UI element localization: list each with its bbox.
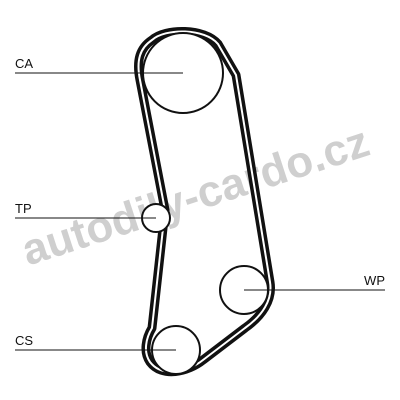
camshaft-label: CA xyxy=(15,56,33,71)
watermark-text: autodily-cardo.cz xyxy=(16,117,375,275)
water-pump-label: WP xyxy=(364,273,385,288)
crankshaft-label: CS xyxy=(15,333,33,348)
tensioner-label: TP xyxy=(15,201,32,216)
